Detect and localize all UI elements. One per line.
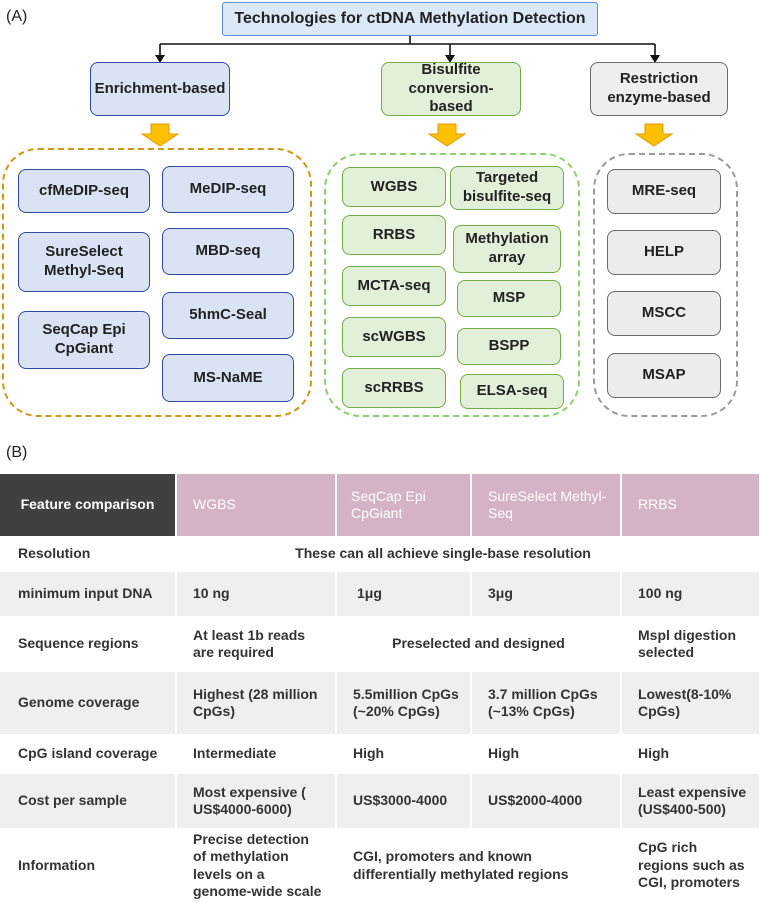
row-feature: Information	[0, 828, 177, 903]
cell-wgbs: Highest (28 million CpGs)	[176, 672, 337, 734]
method-cfmedip-seq: cfMeDIP-seq	[18, 169, 150, 213]
enrichment-group	[2, 148, 312, 417]
cell-rrbs: Least expensive (US$400-500)	[621, 774, 760, 828]
method-targeted-bisulfite-seq: Targeted bisulfite-seq	[450, 166, 564, 210]
panel-b-label: (B)	[6, 444, 28, 461]
panel-a-label: (A)	[6, 8, 28, 25]
cell-rrbs: CpG rich regions such as CGI, promoters	[621, 828, 760, 903]
row-feature: CpG island coverage	[0, 734, 177, 774]
restriction-group	[593, 153, 738, 417]
method-scwgbs: scWGBS	[342, 317, 446, 357]
row-feature: minimum input DNA	[0, 572, 177, 616]
comparison-table: Feature comparison WGBS SeqCap Epi CpGia…	[0, 474, 760, 903]
table-row: CpG island coverage Intermediate High Hi…	[0, 734, 760, 774]
row-feature: Sequence regions	[0, 616, 177, 672]
down-arrow-bisulfite	[427, 123, 467, 147]
table-row: Sequence regions At least 1b reads are r…	[0, 616, 760, 672]
method-msap: MSAP	[607, 353, 721, 398]
method-help: HELP	[607, 230, 721, 275]
cell-rrbs: High	[621, 734, 760, 774]
method-sureselect-methyl-seq: SureSelect Methyl-Seq	[18, 232, 150, 292]
row-feature: Cost per sample	[0, 774, 177, 828]
cell-seqcap: High	[336, 734, 472, 774]
method-mcta-seq: MCTA-seq	[342, 266, 446, 306]
row-feature: Resolution	[0, 536, 177, 572]
cell-rrbs: 100 ng	[621, 572, 760, 616]
cell-wgbs: Intermediate	[176, 734, 337, 774]
method-medip-seq: MeDIP-seq	[162, 166, 294, 213]
cell-seqcap: US$3000-4000	[336, 774, 472, 828]
row-feature: Genome coverage	[0, 672, 177, 734]
table-row: Information Precise detection of methyla…	[0, 828, 760, 903]
category-restriction: Restriction enzyme-based	[590, 62, 728, 116]
cell-rrbs: Lowest(8-10% CpGs)	[621, 672, 760, 734]
table-row: Resolution These can all achieve single-…	[0, 536, 760, 572]
method-ms-name: MS-NaME	[162, 354, 294, 402]
method-5hmc-seal: 5hmC-Seal	[162, 292, 294, 339]
header-rrbs: RRBS	[621, 474, 760, 536]
method-wgbs: WGBS	[342, 167, 446, 207]
table-row: minimum input DNA 10 ng 1μg 3μg 100 ng	[0, 572, 760, 616]
down-arrow-restriction	[634, 123, 674, 147]
resolution-span-cell: These can all achieve single-base resolu…	[176, 536, 760, 572]
table-header-row: Feature comparison WGBS SeqCap Epi CpGia…	[0, 474, 760, 536]
table-row: Genome coverage Highest (28 million CpGs…	[0, 672, 760, 734]
cell-sureselect: 3μg	[471, 572, 622, 616]
cell-rrbs: Mspl digestion selected	[621, 616, 760, 672]
method-mscc: MSCC	[607, 291, 721, 336]
method-mbd-seq: MBD-seq	[162, 228, 294, 275]
method-rrbs: RRBS	[342, 215, 446, 255]
category-enrichment: Enrichment-based	[90, 62, 230, 116]
method-msp: MSP	[457, 280, 561, 317]
cell-seqcap: 1μg	[336, 572, 472, 616]
cell-sureselect: US$2000-4000	[471, 774, 622, 828]
table-row: Cost per sample Most expensive ( US$4000…	[0, 774, 760, 828]
cell-wgbs: Precise detection of methylation levels …	[176, 828, 337, 903]
method-seqcap-epi-cpgiant: SeqCap Epi CpGiant	[18, 311, 150, 369]
header-sureselect: SureSelect Methyl-Seq	[471, 474, 622, 536]
header-seqcap: SeqCap Epi CpGiant	[336, 474, 472, 536]
header-wgbs: WGBS	[176, 474, 337, 536]
method-elsa-seq: ELSA-seq	[460, 374, 564, 409]
method-mre-seq: MRE-seq	[607, 169, 721, 214]
header-feature-comparison: Feature comparison	[0, 474, 177, 536]
method-methylation-array: Methylation array	[453, 225, 561, 273]
connector-arrows	[140, 36, 674, 147]
diagram-title: Technologies for ctDNA Methylation Detec…	[222, 2, 598, 36]
cell-wgbs: 10 ng	[176, 572, 337, 616]
down-arrow-enrichment	[140, 123, 180, 147]
cell-span-middle: Preselected and designed	[336, 616, 622, 672]
cell-seqcap: 5.5million CpGs (~20% CpGs)	[336, 672, 472, 734]
cell-sureselect: High	[471, 734, 622, 774]
category-bisulfite: Bisulfite conversion-based	[381, 61, 521, 116]
cell-wgbs: Most expensive ( US$4000-6000)	[176, 774, 337, 828]
cell-wgbs: At least 1b reads are required	[176, 616, 337, 672]
bisulfite-group	[324, 153, 580, 417]
method-scrrbs: scRRBS	[342, 368, 446, 408]
method-bspp: BSPP	[457, 328, 561, 365]
cell-sureselect: 3.7 million CpGs (~13% CpGs)	[471, 672, 622, 734]
cell-span-middle: CGI, promoters and known differentially …	[336, 828, 622, 903]
